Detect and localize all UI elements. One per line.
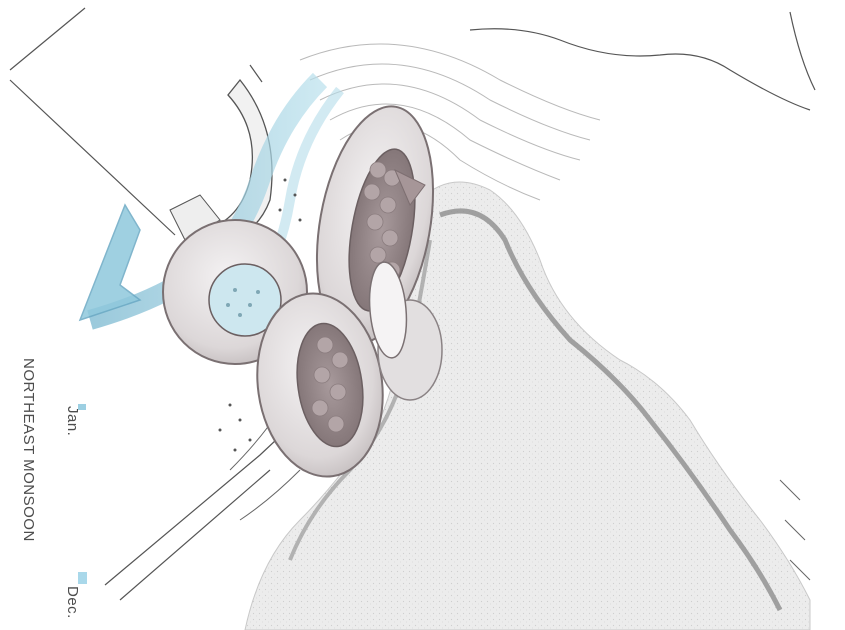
legend-start-month: Jan. [64,406,81,436]
legend-swatch-end [78,572,87,584]
monsoon-legend: NORTHEAST MONSOON Jan. Dec. [20,358,100,613]
legend-end-month: Dec. [64,586,81,619]
wind-arrow-icon [80,205,140,320]
legend-title: NORTHEAST MONSOON [20,358,37,542]
